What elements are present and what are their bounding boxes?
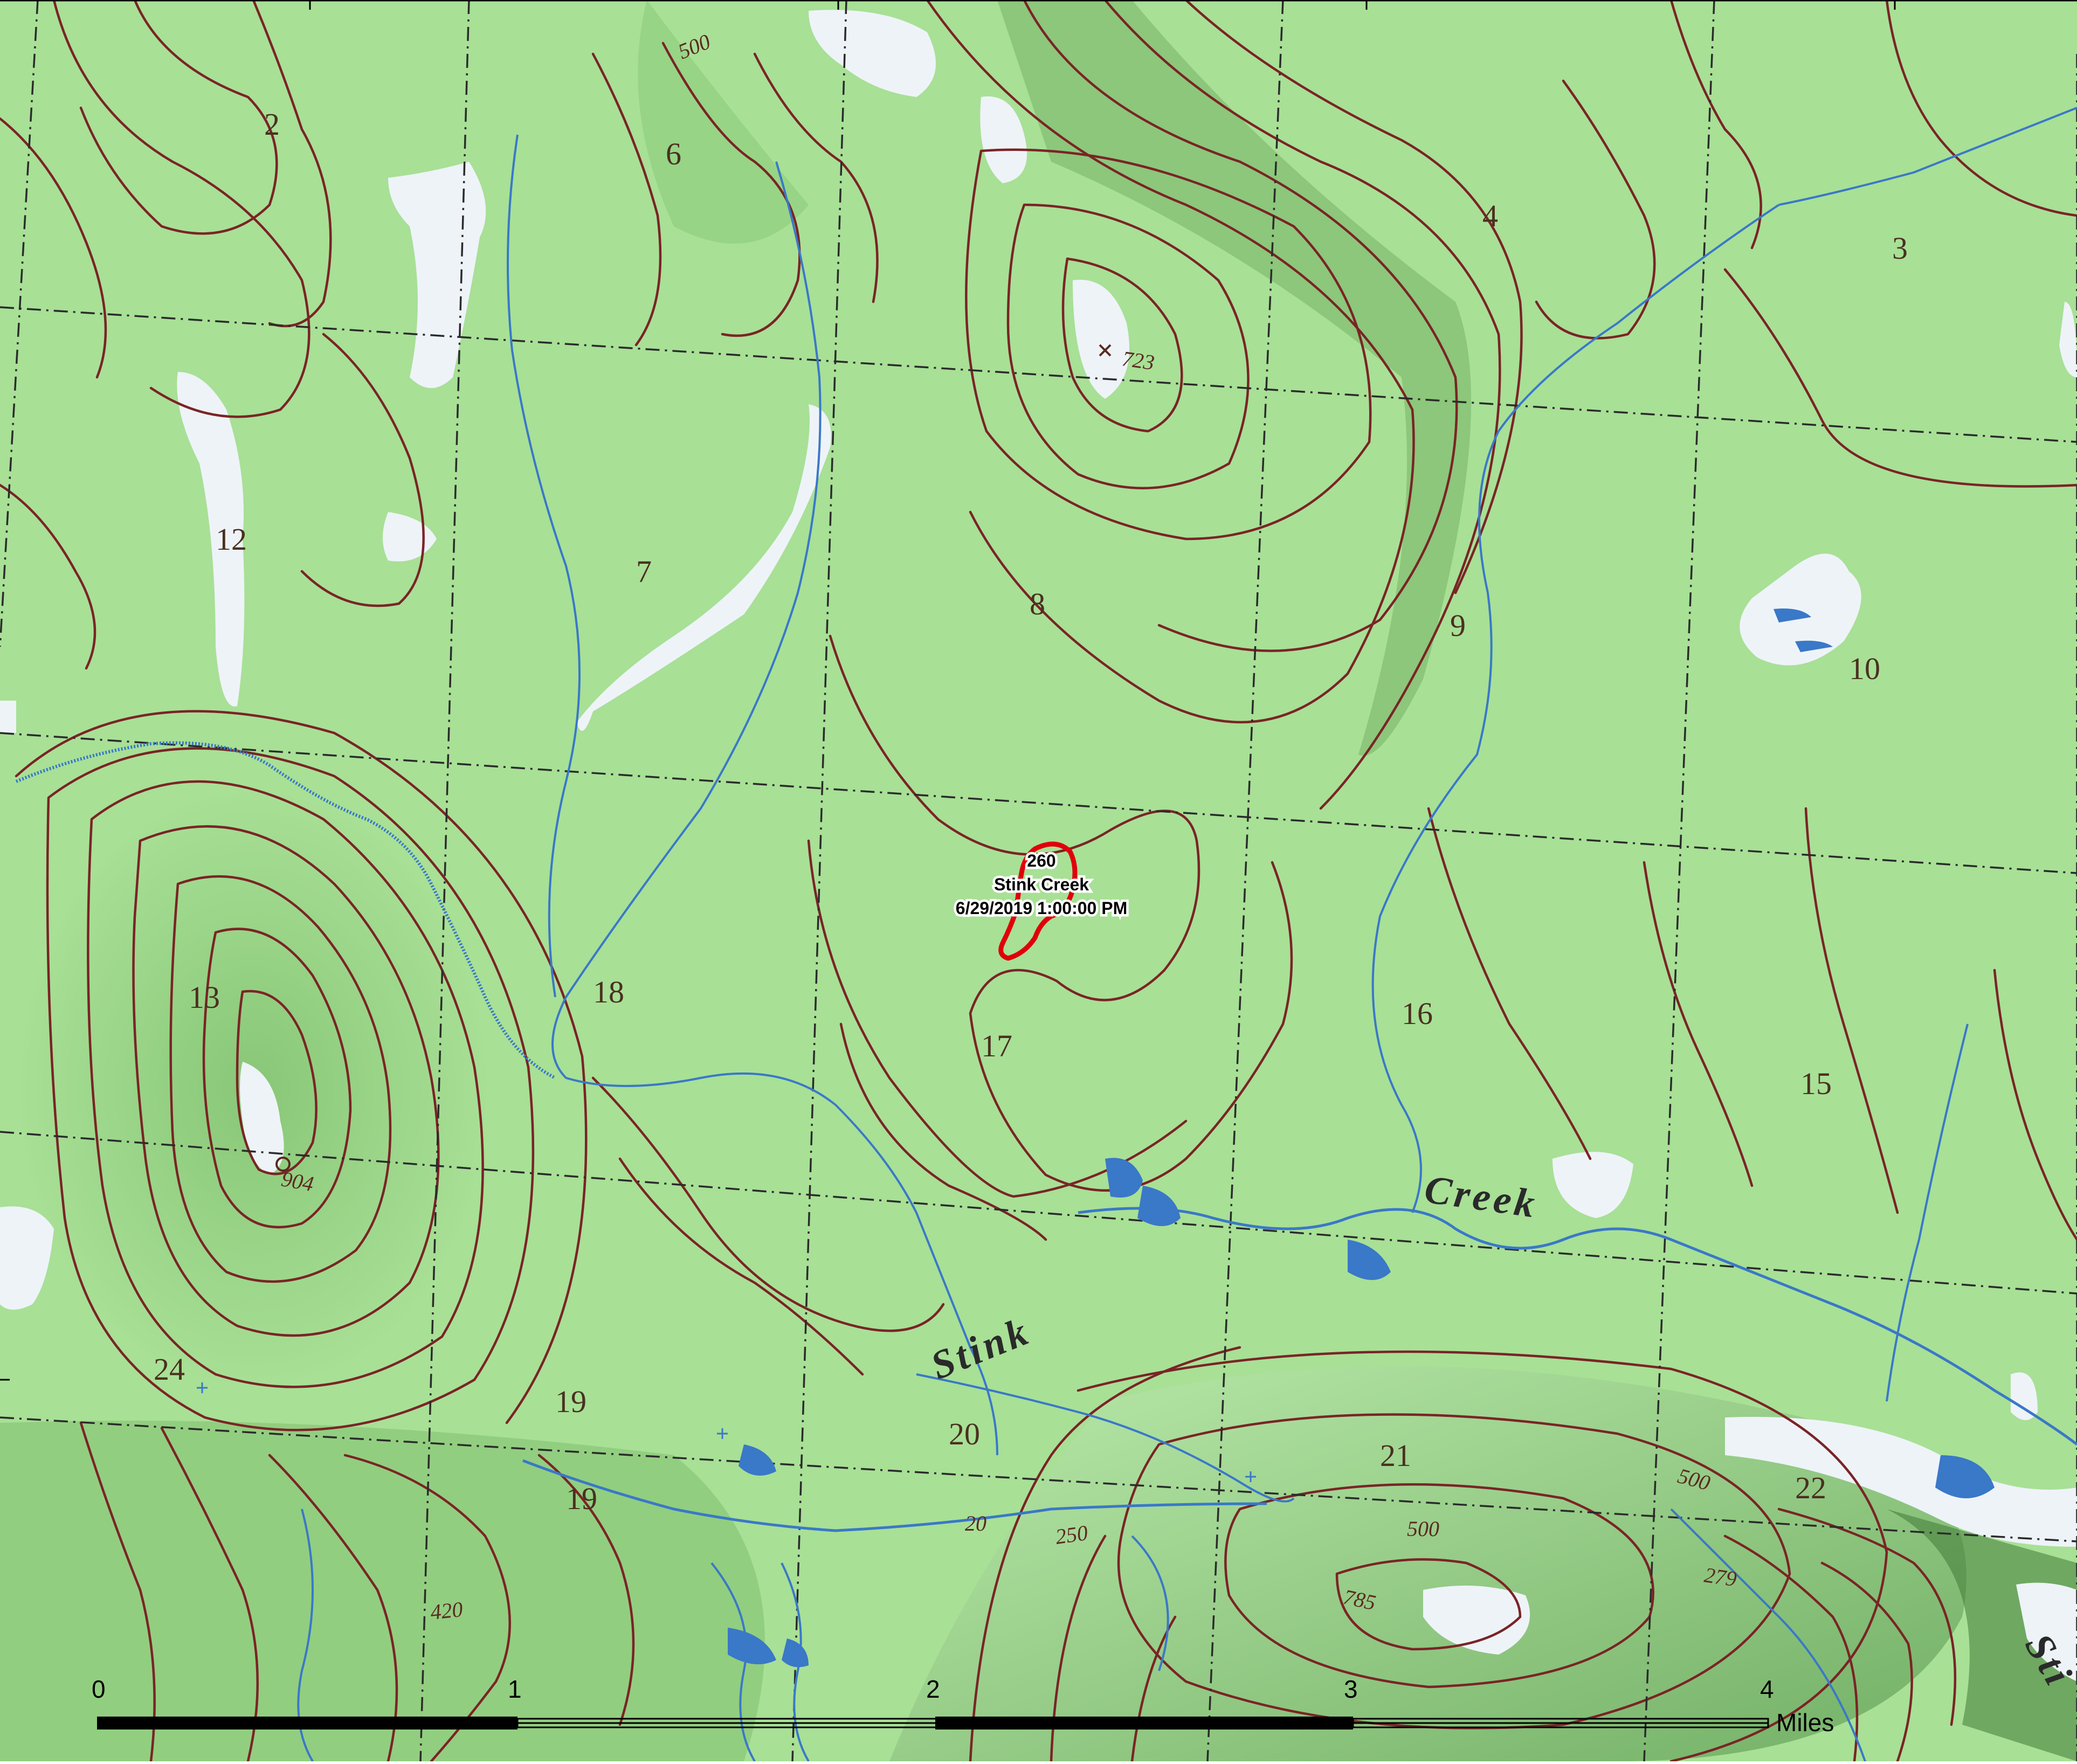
- section-label: 6: [666, 136, 681, 171]
- section-label: 20: [949, 1416, 980, 1451]
- scale-tick-label: 2: [926, 1675, 940, 1703]
- section-label: 15: [1800, 1066, 1832, 1101]
- section-label: 19: [555, 1384, 586, 1419]
- section-label: 3: [1892, 231, 1908, 266]
- section-label: 18: [593, 974, 624, 1009]
- section-label: 2: [264, 107, 280, 142]
- section-label: 24: [154, 1352, 185, 1387]
- scale-tick-label: 4: [1760, 1675, 1774, 1703]
- clearings: [0, 10, 2077, 1682]
- scale-tick-label: 0: [92, 1675, 106, 1703]
- spot-height-label: 723: [1121, 346, 1156, 375]
- scale-tick-label: 3: [1344, 1675, 1358, 1703]
- section-label: 22: [1795, 1470, 1826, 1505]
- streams: [15, 107, 2077, 1762]
- fire-name-label: Stink Creek: [994, 875, 1089, 894]
- section-label: 7: [636, 554, 652, 589]
- fire-perimeter[interactable]: [998, 841, 1078, 961]
- ponds: [728, 608, 1995, 1668]
- spot-height-label: 904: [279, 1167, 315, 1196]
- fire-datetime-label: 6/29/2019 1:00:00 PM: [956, 898, 1127, 918]
- scale-unit-label: Miles: [1776, 1708, 1834, 1737]
- fire-label: 260 Stink Creek 6/29/2019 1:00:00 PM: [953, 849, 1129, 921]
- scale-tick-label: 1: [508, 1675, 522, 1703]
- section-label: 12: [216, 522, 247, 557]
- section-label: 9: [1450, 608, 1466, 643]
- section-label: 13: [189, 980, 220, 1015]
- contour-label: 500: [1407, 1517, 1439, 1541]
- spot-height-markers: [275, 344, 1112, 1172]
- section-label: 19: [566, 1481, 597, 1516]
- section-label: 8: [1030, 586, 1045, 621]
- section-label: 17: [981, 1028, 1012, 1063]
- fire-id-label: 260: [1027, 851, 1055, 870]
- section-label: 21: [1380, 1438, 1411, 1473]
- section-numbers: 2 6 4 3 12 7 8 9 10 13 18 17 16 15 24 19…: [154, 107, 1908, 1516]
- contour-label: 420: [429, 1597, 464, 1624]
- map-neatline: [0, 0, 2077, 1381]
- contour-label: 250: [1054, 1520, 1089, 1549]
- survey-markers: [197, 1382, 1256, 1482]
- scale-bar: 0 1 2 3 4 Miles: [92, 1675, 1834, 1737]
- section-label: 16: [1402, 996, 1433, 1031]
- fire-perimeter-outline[interactable]: [998, 841, 1078, 961]
- contour-label: 279: [1703, 1562, 1738, 1591]
- contour-label: 20: [965, 1511, 986, 1535]
- section-label: 10: [1849, 651, 1880, 686]
- section-label: 4: [1482, 198, 1498, 233]
